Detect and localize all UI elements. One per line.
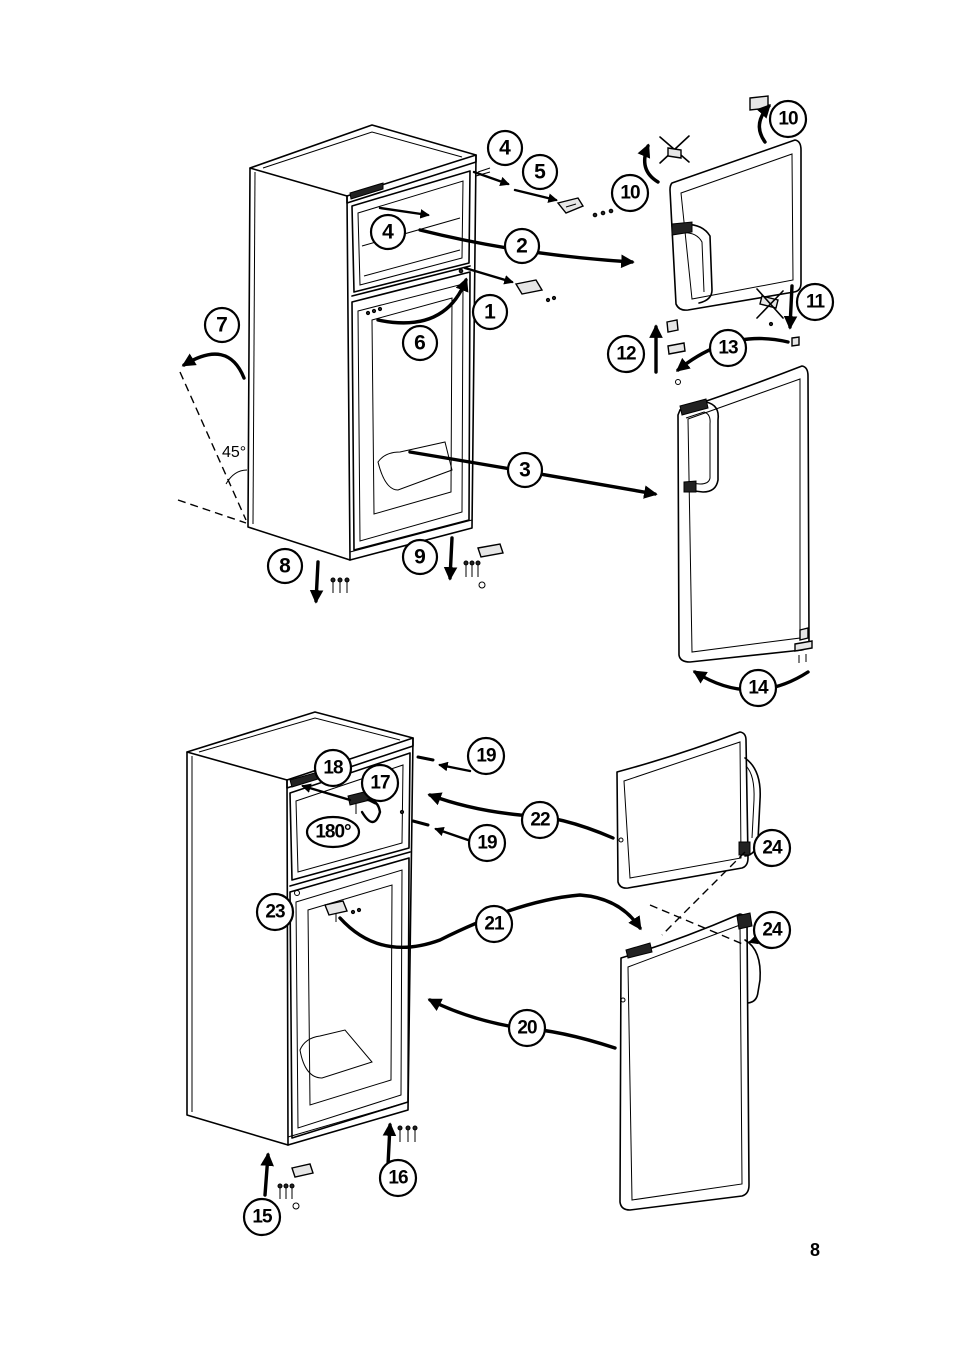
step-label: 24 xyxy=(754,912,790,948)
step-number: 4 xyxy=(499,137,511,160)
step-label: 24 xyxy=(754,830,790,866)
step-label: 6 xyxy=(403,326,437,360)
step-number: 16 xyxy=(388,1168,408,1189)
fridge-door-top xyxy=(678,366,809,662)
step-number: 2 xyxy=(516,235,528,258)
step-label: 14 xyxy=(740,670,776,706)
step-number: 17 xyxy=(370,773,390,794)
step-number: 6 xyxy=(414,332,426,355)
step-label: 3 xyxy=(508,453,542,487)
step-label: 7 xyxy=(205,308,239,342)
step-label: 20 xyxy=(509,1010,545,1046)
step-number: 15 xyxy=(252,1207,273,1228)
step-number: 10 xyxy=(778,109,798,130)
step-label: 1 xyxy=(473,295,507,329)
step-label: 19 xyxy=(469,825,505,861)
step-number: 14 xyxy=(748,678,769,699)
step-number: 5 xyxy=(534,161,546,184)
step-number: 24 xyxy=(762,920,783,941)
step-label: 23 xyxy=(257,894,293,930)
step-number: 7 xyxy=(216,314,228,337)
step-label: 9 xyxy=(403,540,437,574)
step-label: 8 xyxy=(268,549,302,583)
step-number: 20 xyxy=(517,1018,537,1039)
step-label: 11 xyxy=(797,284,833,320)
page-number: 8 xyxy=(810,1240,820,1260)
step-number: 13 xyxy=(718,338,738,359)
step-label: 12 xyxy=(608,336,644,372)
step-label: 10 xyxy=(770,101,806,137)
fridge-body-top xyxy=(248,125,476,560)
step-label: 2 xyxy=(505,229,539,263)
step-number: 3 xyxy=(519,459,531,482)
step-label: 18 xyxy=(315,750,351,786)
step-label: 19 xyxy=(468,738,504,774)
step-label: 4 xyxy=(371,215,405,249)
step-label: 17 xyxy=(362,765,398,801)
step-number: 21 xyxy=(484,914,505,935)
freezer-door-bottom xyxy=(617,732,760,888)
step-number: 19 xyxy=(477,833,497,854)
step-number: 22 xyxy=(530,810,550,831)
step-number: 24 xyxy=(762,838,783,859)
step-number: 8 xyxy=(279,555,291,578)
crossed-hinge-top xyxy=(660,136,689,163)
step-number: 11 xyxy=(806,292,826,313)
step-label: 5 xyxy=(523,155,557,189)
step-number: 18 xyxy=(323,758,343,779)
step-number: 23 xyxy=(265,902,285,923)
rotation-angle-label: 180° xyxy=(315,822,351,843)
step-label: 16 xyxy=(380,1160,416,1196)
step-label: 15 xyxy=(244,1199,280,1235)
step-label: 10 xyxy=(612,175,648,211)
rotation-180-badge: 180° xyxy=(307,817,359,847)
step-number: 4 xyxy=(382,221,394,244)
step-number: 9 xyxy=(414,546,426,569)
step-number: 19 xyxy=(476,746,496,767)
step-label: 21 xyxy=(476,906,512,942)
step-number: 10 xyxy=(620,183,640,204)
step-number: 1 xyxy=(484,301,496,324)
step-number: 12 xyxy=(616,344,636,365)
fridge-door-bottom xyxy=(620,913,760,1210)
step-label: 13 xyxy=(710,330,746,366)
step-label: 4 xyxy=(488,131,522,165)
tilt-angle-label: 45° xyxy=(222,444,246,461)
step-label: 22 xyxy=(522,802,558,838)
